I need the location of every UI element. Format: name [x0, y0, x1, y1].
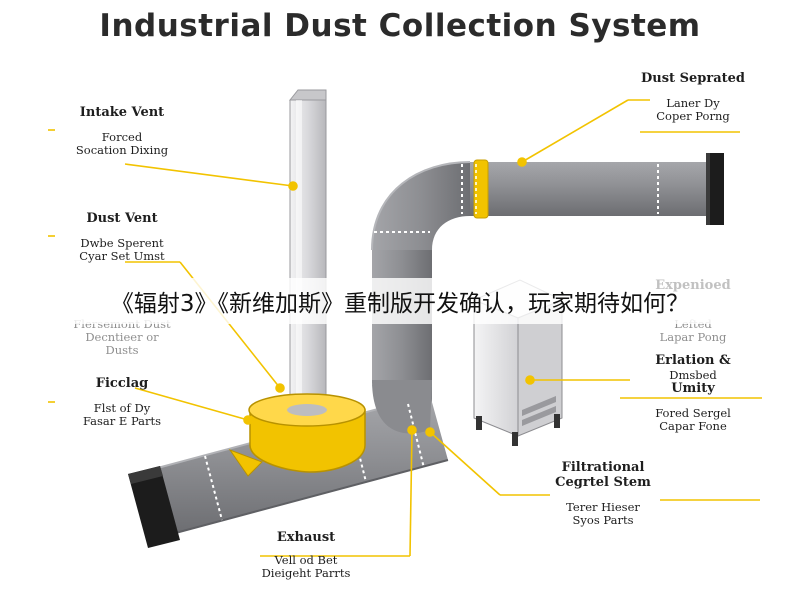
- callout-line: Socation Dixing: [75, 143, 169, 158]
- callout-line: Coper Porng: [656, 109, 730, 124]
- callout-line: Lapar Pong: [659, 330, 727, 345]
- callout-ficclag: Ficclag Flst of Dy Fasar E Parts: [52, 376, 192, 429]
- callout-heading: Dust Seprated: [641, 71, 745, 86]
- yellow-coupling-ring: [473, 159, 489, 219]
- callout-line: Terer Hieser: [566, 499, 640, 514]
- yellow-collar: [228, 393, 366, 477]
- callout-line: Fasar E Parts: [82, 414, 162, 429]
- callout-filtrational: Filtrational Cegrtel Stem Terer Hieser S…: [528, 460, 678, 528]
- callout-heading: Filtrational: [561, 460, 645, 475]
- callout-line: Decntieer or: [85, 330, 159, 345]
- headline-overlay: 《辐射3》《新维加斯》重制版开发确认，玩家期待如何？: [0, 278, 800, 324]
- callout-heading: Erlation &: [655, 353, 731, 368]
- callout-line: Flst of Dy: [93, 400, 151, 415]
- vent-column: [288, 89, 327, 441]
- callout-heading: Dust Vent: [86, 211, 158, 226]
- callout-faded-heading: Expenioed: [618, 278, 768, 294]
- callout-line: Umity: [671, 381, 715, 397]
- callout-heading: Exhaust: [276, 530, 336, 545]
- callout-line: Dieigeht Parrts: [261, 566, 351, 581]
- upper-duct-end-cap: [706, 153, 724, 225]
- headline-text: 《辐射3》《新维加斯》重制版开发确认，玩家期待如何？: [110, 291, 690, 317]
- callout-exhaust: Exhaust Vell od Bet Dieigeht Parrts: [236, 530, 376, 581]
- callout-heading: Intake Vent: [79, 105, 165, 120]
- callout-line: Syos Parts: [572, 513, 634, 528]
- callout-line: Capar Fone: [659, 419, 727, 434]
- filter-cabinet: [472, 279, 564, 446]
- diagram-title: Industrial Dust Collection System: [99, 8, 701, 44]
- callout-heading: Ficclag: [95, 376, 149, 391]
- callout-line: Dwbe Sperent: [80, 235, 164, 250]
- callout-line: Cyar Set Umst: [79, 249, 165, 264]
- callout-line: Fored Sergel: [655, 406, 731, 421]
- callout-line: Forced: [101, 129, 143, 144]
- callout-line: Vell od Bet: [274, 552, 338, 567]
- lower-pipe-end-cap: [128, 466, 180, 548]
- callout-dust-vent: Dust Vent Dwbe Sperent Cyar Set Umst: [52, 211, 192, 264]
- callout-line: Laner Dy: [666, 95, 720, 110]
- callout-dust-separated: Dust Seprated Laner Dy Coper Porng: [618, 71, 768, 124]
- callout-line: Cegrtel Stem: [555, 474, 651, 490]
- callout-erlation: Erlation & Dmsbed Umity Fored Sergel Cap…: [618, 353, 768, 434]
- callout-line: Dusts: [105, 343, 139, 358]
- callout-heading: Expenioed: [655, 278, 731, 293]
- callout-leaders: [48, 99, 762, 557]
- callout-intake-vent: Intake Vent Forced Socation Dixing: [52, 105, 192, 158]
- callout-line: Dmsbed: [669, 367, 717, 382]
